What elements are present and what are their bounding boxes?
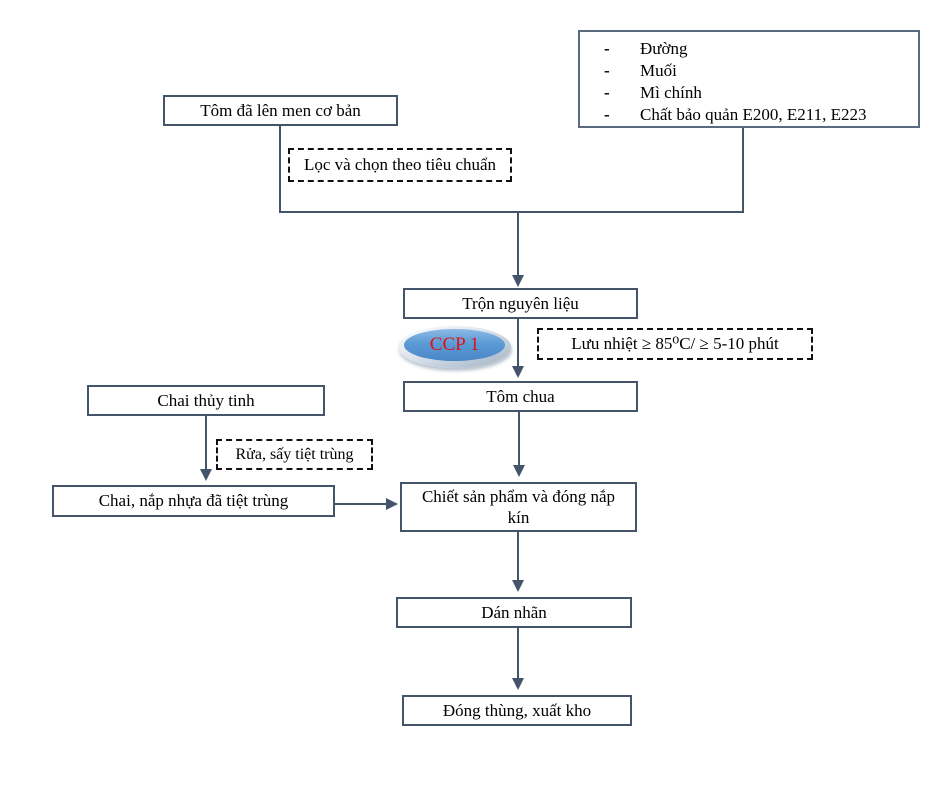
connector-bottle-down	[205, 416, 207, 470]
node-fill-and-seal: Chiết sản phẩm và đóng nắp kín	[400, 482, 637, 532]
connector-fill-to-label	[517, 532, 519, 581]
ingredient-label: Muối	[640, 61, 677, 80]
list-dash-bullet: -	[604, 83, 610, 102]
list-dash-bullet: -	[604, 105, 610, 124]
node-ingredients-list: - Đường - Muối - Mì chính - Chất bảo quả…	[578, 30, 920, 128]
ccp1-oval: CCP 1	[404, 329, 505, 361]
arrowhead-product-to-fill	[513, 465, 525, 477]
node-sterilized-bottle-cap: Chai, nắp nhựa đã tiệt trùng	[52, 485, 335, 517]
arrowhead-to-mix	[512, 275, 524, 287]
connector-horizontal-join	[279, 211, 744, 213]
node-glass-bottle: Chai thủy tinh	[87, 385, 325, 416]
connector-label-to-pack	[517, 628, 519, 679]
connector-mix-to-product	[517, 319, 519, 367]
ingredient-label: Đường	[640, 39, 688, 58]
arrowhead-to-product	[512, 366, 524, 378]
ccp1-label: CCP 1	[429, 334, 480, 355]
ingredient-item: - Đường	[604, 38, 910, 60]
node-wash-sterilize: Rửa, sấy tiệt trùng	[216, 439, 373, 470]
ccp1-badge: CCP 1	[398, 326, 511, 368]
arrowhead-to-fill	[386, 498, 398, 510]
node-heat-note: Lưu nhiệt ≥ 85⁰C/ ≥ 5-10 phút	[537, 328, 813, 360]
node-shrimp-product: Tôm chua	[403, 381, 638, 412]
list-dash-bullet: -	[604, 39, 610, 58]
node-mix-ingredients: Trộn nguyên liệu	[403, 288, 638, 319]
list-dash-bullet: -	[604, 61, 610, 80]
arrowhead-to-pack	[512, 678, 524, 690]
arrowhead-to-label	[512, 580, 524, 592]
node-fermented-shrimp: Tôm đã lên men cơ bản	[163, 95, 398, 126]
connector-drop-to-mix	[517, 211, 519, 276]
node-labeling: Dán nhãn	[396, 597, 632, 628]
ingredient-label: Mì chính	[640, 83, 702, 102]
connector-bottle-to-fill	[335, 503, 387, 505]
connector-left-vertical	[279, 126, 281, 213]
arrowhead-to-sterilized	[200, 469, 212, 481]
connector-product-to-fill	[518, 412, 520, 466]
node-filter-select: Lọc và chọn theo tiêu chuẩn	[288, 148, 512, 182]
ingredient-item: - Chất bảo quản E200, E211, E223	[604, 104, 910, 126]
ingredient-item: - Muối	[604, 60, 910, 82]
ingredient-item: - Mì chính	[604, 82, 910, 104]
node-pack-ship: Đóng thùng, xuất kho	[402, 695, 632, 726]
ingredient-label: Chất bảo quản E200, E211, E223	[640, 105, 867, 124]
connector-right-vertical	[742, 128, 744, 213]
